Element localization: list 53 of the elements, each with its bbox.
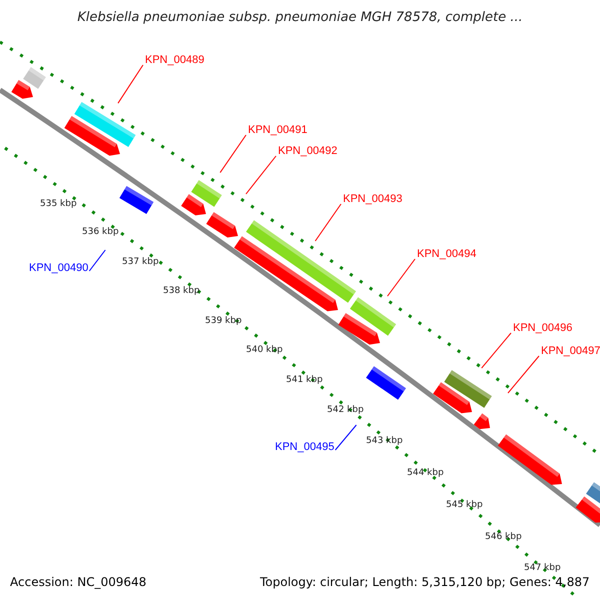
gene-block [444, 370, 492, 408]
tick-label: 544 kbp [407, 469, 444, 478]
gene-label: KPN_00496 [513, 323, 572, 334]
gene-block [191, 180, 222, 207]
gene-block [350, 297, 396, 336]
pointed-gene-block [498, 434, 562, 485]
gene-block [246, 220, 356, 303]
tick-label: 537 kbp [122, 258, 159, 267]
leader-line [386, 258, 416, 297]
pointed-gene-block [11, 80, 33, 99]
pointed-gene-block [576, 496, 600, 523]
gene-block [586, 482, 600, 505]
tick-label: 535 kbp [40, 200, 77, 209]
leader-line [246, 156, 276, 194]
leader-line [118, 64, 144, 104]
leader-line [88, 250, 106, 272]
leader-line [334, 424, 357, 450]
gene-label: KPN_00495 [275, 442, 334, 453]
tick-label: 536 kbp [82, 228, 119, 237]
gene-block [23, 67, 46, 89]
pointed-gene-block [206, 212, 238, 238]
tick-label: 543 kbp [366, 437, 403, 446]
tick-label: 541 kbp [286, 376, 323, 385]
leader-line [508, 356, 540, 394]
tick-label: 540 kbp [246, 346, 283, 355]
tick-label: 539 kbp [205, 317, 242, 326]
info-text: Topology: circular; Length: 5,315,120 bp; Genes: 4,887 [260, 576, 590, 588]
gene-label: KPN_00489 [145, 55, 204, 66]
tick-label: 547 kbp [524, 564, 561, 573]
info-text: Accession: NC_009648 [10, 576, 146, 588]
pointed-gene-block [64, 116, 120, 156]
gene-block [119, 186, 154, 214]
tick-label: 542 kbp [327, 406, 364, 415]
pointed-gene-block [338, 313, 380, 345]
gene-block [74, 102, 136, 147]
leader-line [314, 204, 342, 242]
pointed-gene-block [433, 382, 472, 414]
tick-label: 538 kbp [163, 287, 200, 296]
pointed-gene-block [181, 194, 206, 216]
gene-label: KPN_00492 [278, 146, 338, 157]
tick-label: 546 kbp [485, 533, 522, 542]
pointed-gene-block [234, 236, 338, 312]
leader-line [481, 332, 512, 369]
gene-label: KPN_00493 [343, 194, 402, 205]
title: Klebsiella pneumoniae subsp. pneumoniae MGH 78578, complete ... [76, 11, 524, 24]
leader-line [220, 134, 246, 174]
gene-label: KPN_00491 [248, 125, 308, 136]
pointed-gene-block [474, 413, 490, 430]
gene-block [366, 366, 406, 400]
gene-label: KPN_00490 [29, 263, 88, 274]
tick-label: 545 kbp [446, 501, 483, 510]
gene-label: KPN_00494 [417, 249, 476, 260]
gene-label: KPN_00497 [541, 346, 600, 357]
